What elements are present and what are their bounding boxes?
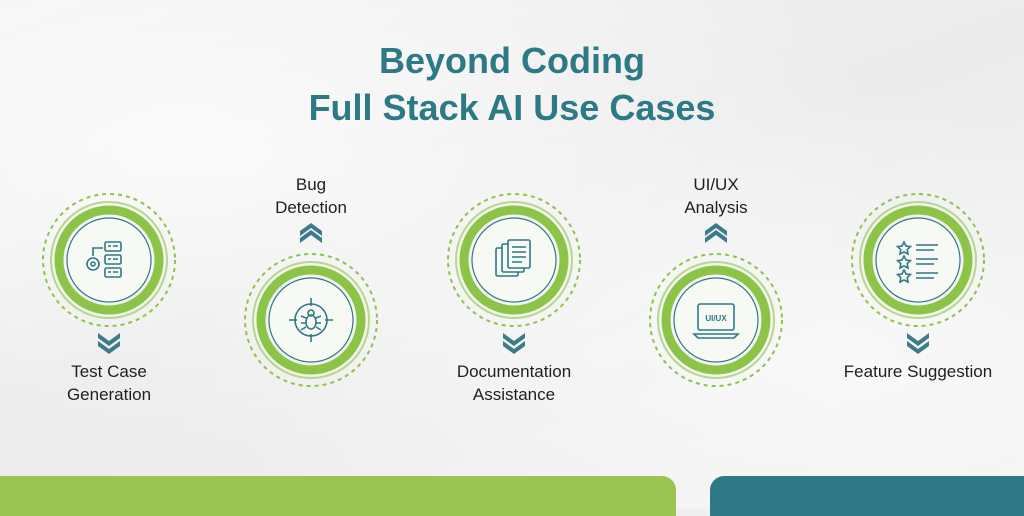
use-case-label-feature-suggestion: Feature Suggestion — [823, 360, 1013, 383]
footer-bar-green — [0, 476, 676, 516]
label-line2: Assistance — [472, 385, 556, 404]
bug-target-icon — [289, 298, 333, 342]
chevron-down-icon — [503, 333, 525, 354]
laptop-uiux-icon: UI/UX — [692, 303, 740, 339]
use-case-node-feature-suggestion — [848, 190, 988, 330]
chevron-up-icon — [705, 223, 727, 243]
footer-bar-teal — [710, 476, 1024, 516]
use-case-label-test-case-generation: Test Case Generation — [39, 360, 179, 406]
documents-icon — [495, 239, 531, 277]
use-case-label-uiux-analysis: UI/UX Analysis — [646, 173, 786, 219]
label-line1: Feature Suggestion — [843, 362, 993, 381]
label-line2: Generation — [66, 385, 152, 404]
ring-graphic — [851, 193, 985, 327]
label-line1: Bug — [295, 175, 327, 194]
use-case-label-bug-detection: Bug Detection — [241, 173, 381, 219]
page-title-line2: Full Stack AI Use Cases — [308, 87, 716, 128]
test-case-flow-icon — [86, 241, 122, 278]
chevron-down-icon — [907, 333, 929, 354]
ring-graphic — [649, 253, 783, 387]
use-case-node-uiux-analysis: UI/UX — [646, 250, 786, 390]
use-case-node-bug-detection — [241, 250, 381, 390]
label-line1: Documentation — [456, 362, 572, 381]
use-case-node-test-case-generation — [39, 190, 179, 330]
star-list-icon — [895, 240, 938, 284]
use-case-node-documentation-assistance — [444, 190, 584, 330]
ring-graphic — [42, 193, 176, 327]
uiux-icon-text: UI/UX — [705, 314, 727, 323]
label-line2: Analysis — [684, 198, 748, 217]
label-line1: UI/UX — [693, 175, 739, 194]
use-case-label-documentation-assistance: Documentation Assistance — [424, 360, 604, 406]
ring-graphic — [244, 253, 378, 387]
chevron-down-icon — [98, 333, 120, 354]
chevron-up-icon — [300, 223, 322, 243]
label-line2: Detection — [275, 198, 347, 217]
label-line1: Test Case — [71, 362, 147, 381]
page-title-line1: Beyond Coding — [379, 40, 645, 81]
